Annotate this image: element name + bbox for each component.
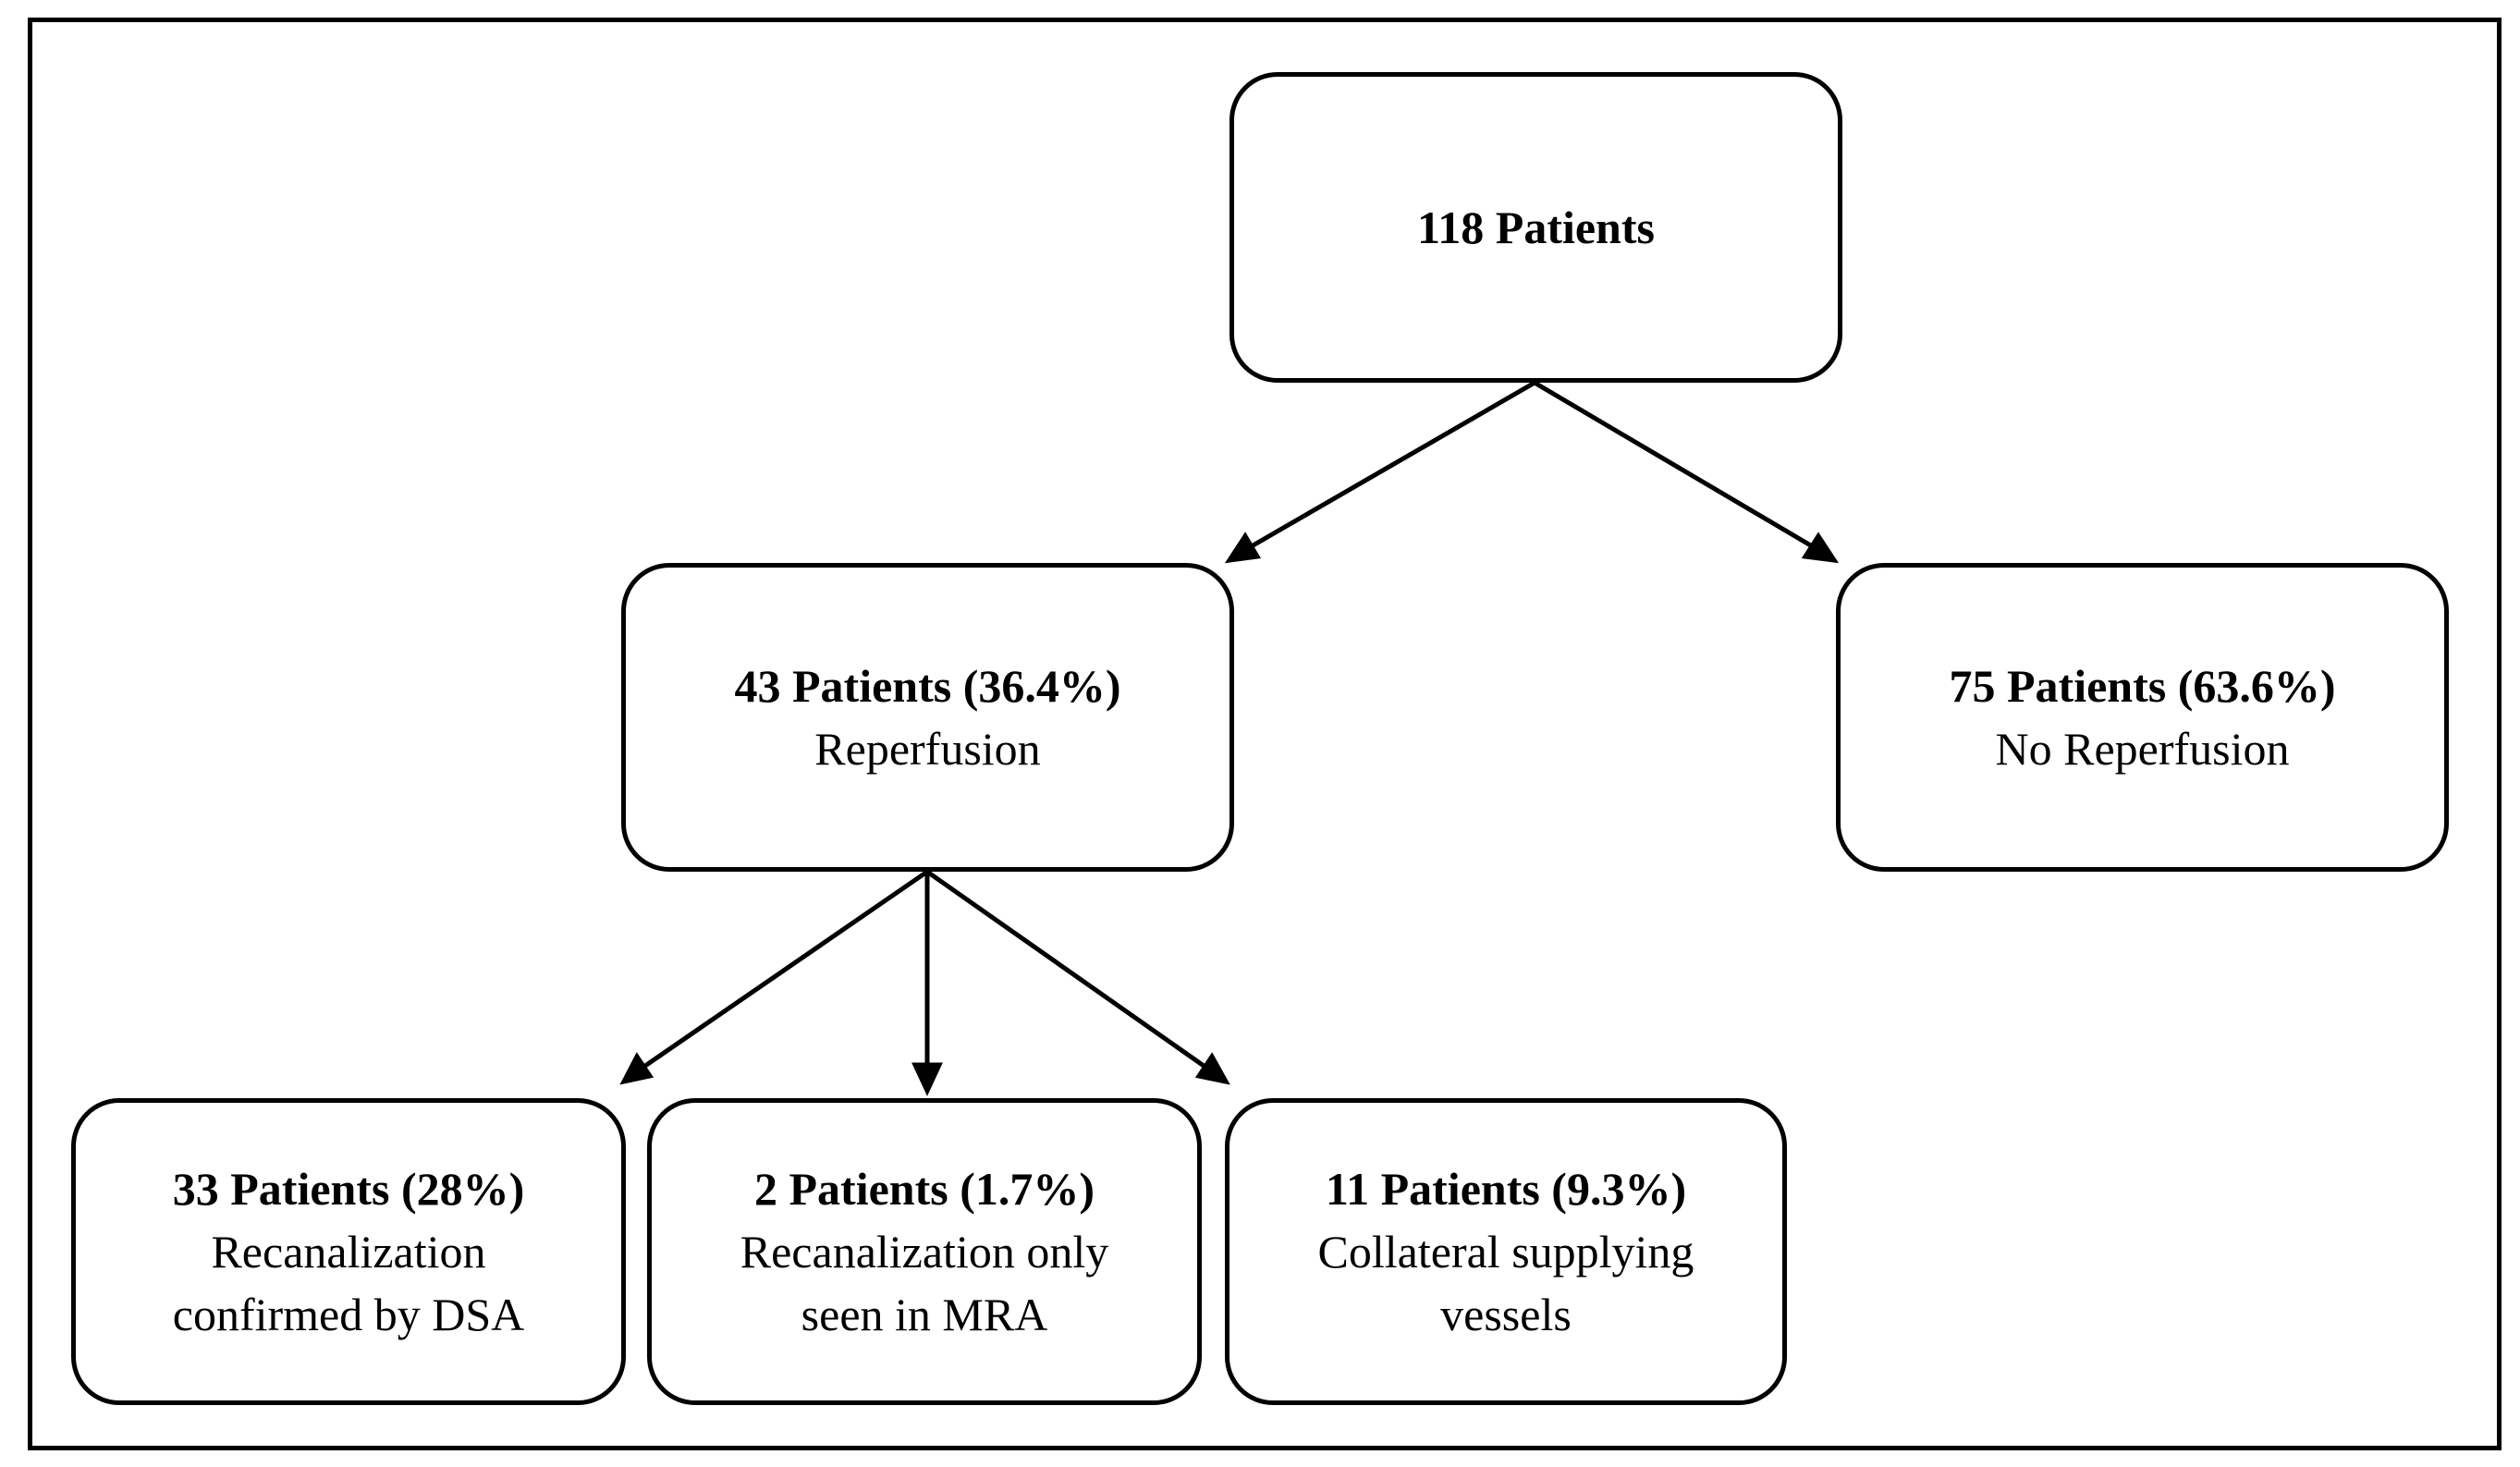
node-no-reperfusion-desc: No Reperfusion <box>1995 723 2290 775</box>
node-total-count: 118 Patients <box>1417 202 1655 253</box>
node-no-reperfusion: 75 Patients (63.6%) No Reperfusion <box>1836 563 2449 872</box>
arrowhead-collateral <box>1194 1052 1230 1085</box>
node-reperfusion-count: 43 Patients (36.4%) <box>734 660 1121 712</box>
node-reperfusion-desc: Reperfusion <box>814 723 1041 775</box>
edge-reperfusion-to-collateral <box>925 869 1208 1070</box>
node-no-reperfusion-count: 75 Patients (63.6%) <box>1949 660 2336 712</box>
node-reperfusion: 43 Patients (36.4%) Reperfusion <box>621 563 1234 872</box>
node-dsa-count: 33 Patients (28%) <box>172 1163 525 1215</box>
node-collateral-vessels: 11 Patients (9.3%) Collateral supplying … <box>1225 1098 1787 1405</box>
node-mra-desc: Recanalization only seen in MRA <box>740 1226 1109 1340</box>
node-mra-count: 2 Patients (1.7%) <box>754 1163 1095 1215</box>
arrowhead-no-reperfusion <box>1801 532 1840 564</box>
edge-root-to-reperfusion <box>1248 380 1536 550</box>
node-collateral-count: 11 Patients (9.3%) <box>1325 1163 1687 1215</box>
diagram-frame <box>28 18 2502 1450</box>
edge-reperfusion-to-dsa <box>641 869 929 1070</box>
arrowhead-mra <box>911 1062 943 1096</box>
node-collateral-desc: Collateral supplying vessels <box>1317 1226 1694 1340</box>
edge-root-to-no-reperfusion <box>1533 380 1816 550</box>
node-recanalization-mra: 2 Patients (1.7%) Recanalization only se… <box>647 1098 1202 1405</box>
node-recanalization-dsa: 33 Patients (28%) Recanalization confirm… <box>71 1098 626 1405</box>
arrowhead-reperfusion <box>1224 532 1262 564</box>
node-total-patients: 118 Patients <box>1229 72 1842 383</box>
node-dsa-desc: Recanalization confirmed by DSA <box>172 1226 525 1340</box>
arrowhead-dsa <box>619 1052 654 1085</box>
